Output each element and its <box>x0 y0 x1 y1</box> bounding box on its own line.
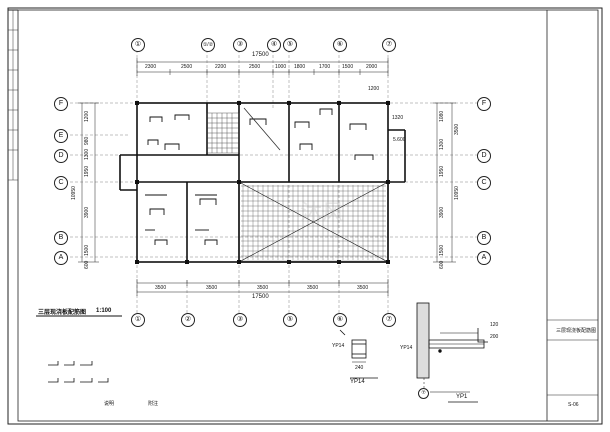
dim-right: 1950 <box>439 165 445 177</box>
watermark-text: 沐风 <box>300 200 344 225</box>
axis-bubble-left: A <box>54 251 68 265</box>
dim-bottom: 3500 <box>357 285 369 291</box>
dim-right: 1080 <box>439 110 445 122</box>
left-dimension-lines <box>78 102 99 263</box>
detail-yp1-tag: YP14 <box>400 345 413 351</box>
dim-left: 1200 <box>84 110 90 122</box>
detail-yp14-label: YP14 <box>350 379 365 385</box>
dim-bottom: 3500 <box>155 285 167 291</box>
inner-border <box>17 9 599 422</box>
dim-top: 1800 <box>294 64 306 70</box>
dim-bottom: 3500 <box>307 285 319 291</box>
dim-right: 600 <box>439 260 445 269</box>
dim-top: 2500 <box>249 64 261 70</box>
dim-bottom: 3500 <box>257 285 269 291</box>
detail-yp14-drawing <box>339 329 367 363</box>
axis-bubble-top: ⑤ <box>283 38 297 52</box>
dim-right-total: 10950 <box>454 186 460 200</box>
axis-bubble-right: A <box>477 251 491 265</box>
axis-bubble-top: ① <box>131 38 145 52</box>
dim-top: 2200 <box>215 64 227 70</box>
dim-extra: 1200 <box>368 86 380 92</box>
dim-left: 1500 <box>84 244 90 256</box>
horizontal-axis-lines <box>65 102 485 258</box>
dim-right: 3900 <box>439 206 445 218</box>
detail-yp1-axis: ⑦ <box>418 388 429 399</box>
dim-bottom: 3500 <box>206 285 218 291</box>
axis-bubble-top: ③ <box>233 38 247 52</box>
dim-left-total: 10950 <box>71 186 77 200</box>
plan-title: 三层现浇板配筋图 <box>38 310 87 316</box>
dim-top-total: 17500 <box>252 52 269 58</box>
detail-yp1-label: YP1 <box>456 394 468 400</box>
axis-bubble-left: C <box>54 176 68 190</box>
detail-yp14-tag: YP14 <box>332 343 345 349</box>
axis-bubble-left: D <box>54 149 68 163</box>
dim-left: 3900 <box>84 206 90 218</box>
dim-right: 1300 <box>439 138 445 150</box>
legend-symbols <box>48 361 109 383</box>
vertical-axis-lines <box>136 50 389 320</box>
axis-bubble-bottom: ① <box>131 313 145 327</box>
dim-left: 980 <box>84 136 90 145</box>
bottom-dimension-lines <box>136 279 389 296</box>
legend-caption-right: 附注 <box>148 401 159 407</box>
dim-top: 2300 <box>145 64 157 70</box>
axis-bubble-bottom: ⑦ <box>382 313 396 327</box>
stair-hatch <box>206 107 281 154</box>
dim-top: 1500 <box>342 64 354 70</box>
sheet-border <box>7 7 603 425</box>
title-block-drawing-name: 三层现浇板配筋图 <box>556 328 597 334</box>
axis-bubble-right: C <box>477 176 491 190</box>
right-dimension-lines <box>433 102 456 263</box>
axis-bubble-left: B <box>54 231 68 245</box>
axis-bubble-left: E <box>54 129 68 143</box>
slab-outline <box>238 181 389 263</box>
detail-yp1-drawing <box>416 302 488 393</box>
dim-extra: 1320 <box>392 115 404 121</box>
axis-bubble-right: B <box>477 231 491 245</box>
dim-right-outer: 3500 <box>454 123 460 135</box>
axis-bubble-bottom: ⑥ <box>333 313 347 327</box>
detail-yp1-note: 200 <box>490 334 499 340</box>
dim-left: 1300 <box>84 148 90 160</box>
legend-caption-left: 说明 <box>104 401 115 407</box>
axis-bubble-top: ⑥ <box>333 38 347 52</box>
dim-top: 1700 <box>319 64 331 70</box>
axis-bubble-right: F <box>477 97 491 111</box>
binding-strip <box>8 10 18 181</box>
title-block-sheet-no: S-06 <box>568 402 579 408</box>
dim-top: 2000 <box>366 64 378 70</box>
axis-bubble-top: ⑦ <box>382 38 396 52</box>
dim-top: 2500 <box>181 64 193 70</box>
axis-bubble-right: D <box>477 149 491 163</box>
rebar-marks <box>145 108 374 245</box>
dim-extra: 5.600 <box>393 137 406 143</box>
axis-bubble-top: ④ <box>267 38 281 52</box>
slab-mesh <box>241 185 386 262</box>
axis-bubble-bottom: ② <box>181 313 195 327</box>
detail-yp14-dim: 240 <box>355 365 364 371</box>
axis-bubble-bottom: ③ <box>233 313 247 327</box>
top-dimension-lines <box>136 58 389 76</box>
plan-scale: 1:100 <box>96 308 112 314</box>
dim-right: 1500 <box>439 244 445 256</box>
dim-top: 1000 <box>275 64 287 70</box>
dim-left: 600 <box>84 260 90 269</box>
dim-left: 1950 <box>84 165 90 177</box>
dim-bottom-total: 17500 <box>252 294 269 300</box>
axis-bubble-top: ①/② <box>201 38 215 52</box>
axis-bubble-bottom: ⑤ <box>283 313 297 327</box>
axis-bubble-left: F <box>54 97 68 111</box>
detail-yp1-note: 120 <box>490 322 499 328</box>
